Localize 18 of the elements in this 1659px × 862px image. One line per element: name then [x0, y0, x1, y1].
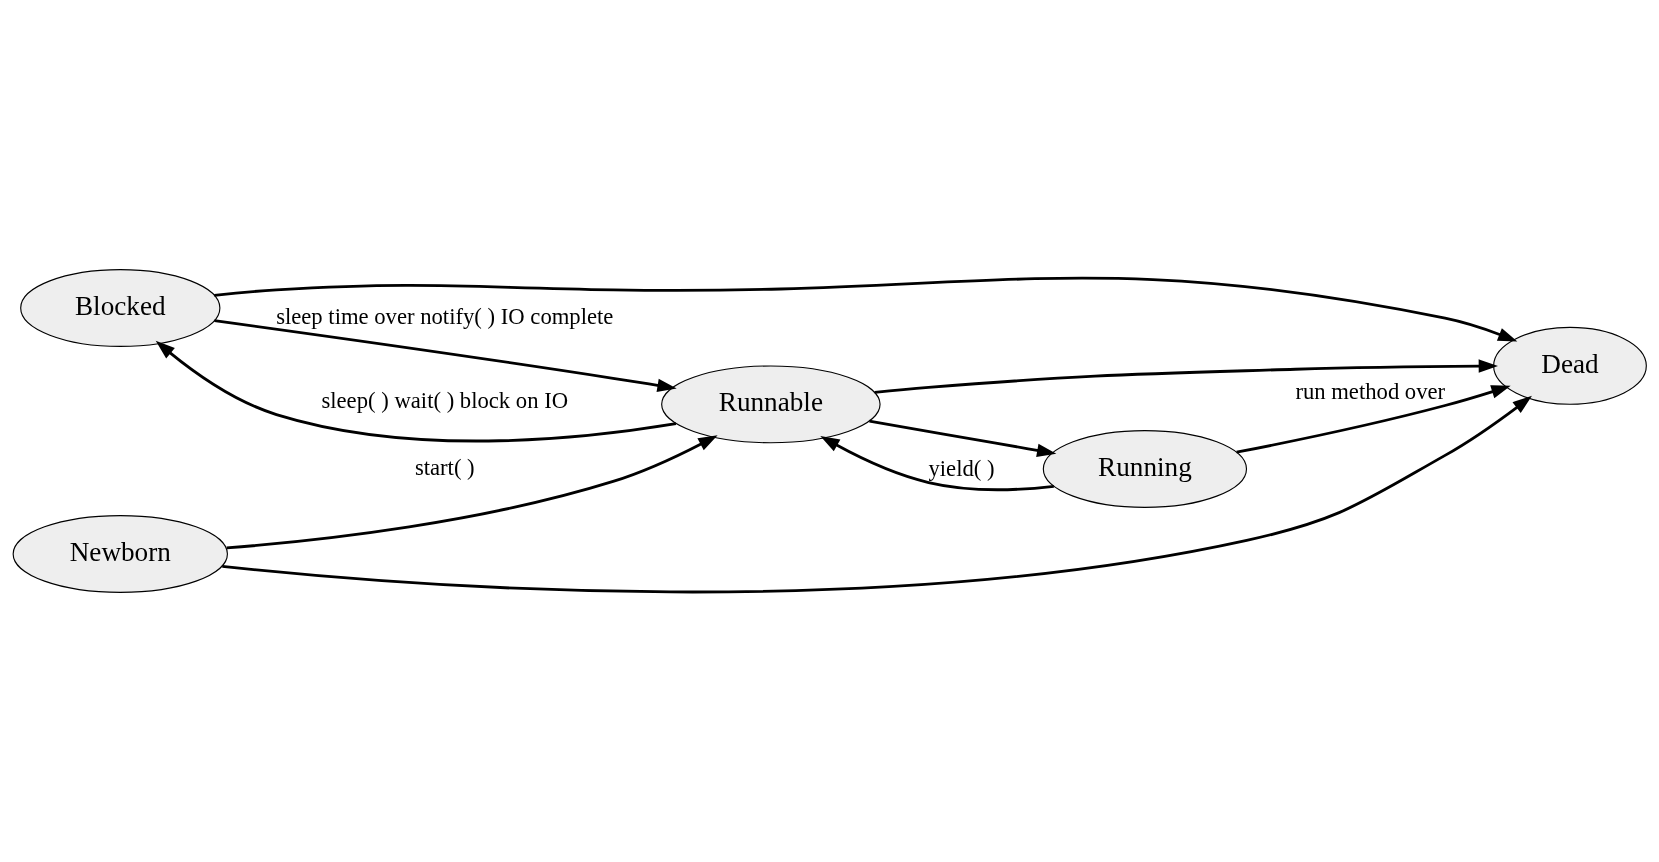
arrow	[1236, 385, 1511, 454]
edge-label: sleep time over notify( ) IO complete	[276, 303, 614, 329]
arrow	[820, 435, 1054, 492]
edge-label: start( )	[414, 454, 475, 480]
arrow	[214, 276, 1518, 342]
node-ellipse: Newborn	[12, 515, 228, 593]
edge-label: yield( )	[928, 455, 995, 481]
arrow	[226, 435, 718, 550]
node-ellipse: Runnable	[661, 365, 881, 444]
arrow	[869, 419, 1057, 458]
arrow	[155, 340, 677, 443]
edge-label: run method over	[1295, 378, 1446, 404]
arrow	[874, 359, 1498, 394]
arrow	[222, 395, 1532, 594]
arrow	[214, 319, 677, 393]
node-ellipse: Running	[1042, 430, 1248, 508]
edge-label: sleep( ) wait( ) block on IO	[321, 387, 569, 413]
node-ellipse: Blocked	[20, 269, 221, 347]
